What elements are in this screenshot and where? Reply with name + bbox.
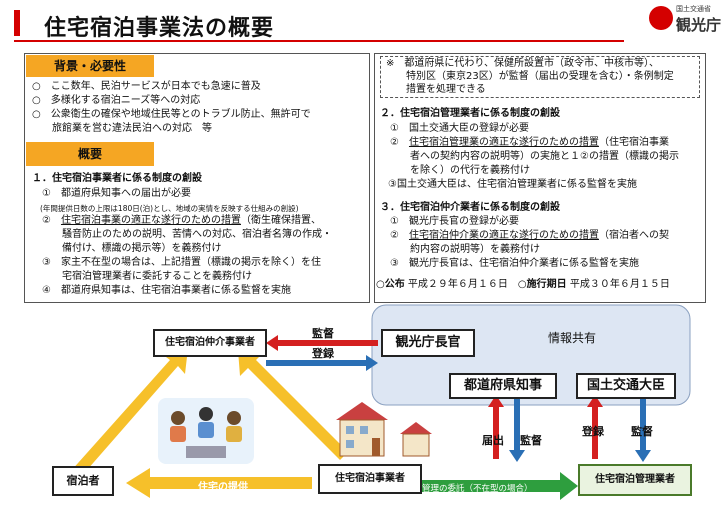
- background-item: 旅館業を営む違法民泊への対応 等: [32, 123, 212, 134]
- registration-label: 登録: [582, 425, 604, 438]
- background-item: ○ 公衆衛生の確保や地域住民等とのトラブル防止、無許可で: [32, 109, 311, 120]
- note-line: 措置を処理できる: [386, 84, 486, 95]
- section3-title: ３．住宅宿泊仲介業者に係る制度の創設: [380, 202, 560, 213]
- s1-item-2-line2: 騒音防止のための説明、苦情への対応、宿泊者名簿の作成・: [42, 229, 332, 240]
- note-line: 特別区（東京23区）が監督（届出の受理を含む）・条例制定: [386, 71, 674, 82]
- s3-item-3: ③ 観光庁長官は、住宅宿泊仲介業者に係る監督を実施: [390, 258, 639, 269]
- overview-heading: 概要: [26, 142, 154, 166]
- agency-chief-box: 観光庁長官: [381, 329, 475, 357]
- housing-provision-arrow: [126, 468, 312, 498]
- manager-box: 住宅宿泊管理業者: [578, 464, 692, 496]
- right-panel: [374, 53, 706, 303]
- prefecture-note-box: [380, 56, 700, 98]
- logo-icon: [649, 6, 673, 30]
- management-commission-label: 管理の委託（不在型の場合）: [422, 484, 533, 494]
- mlit-minister-box: 国土交通大臣: [576, 373, 676, 399]
- background-heading: 背景・必要性: [26, 55, 154, 77]
- left-panel: [24, 53, 370, 303]
- supervision-label: 監督: [312, 327, 334, 340]
- logo-ministry-text: 国土交通省: [676, 5, 711, 13]
- supervision-arrow: [635, 398, 651, 462]
- property-info-arrow: [238, 350, 348, 460]
- lodging-operator-box: 住宅宿泊事業者: [318, 464, 422, 494]
- site-reservation-arrow: [70, 348, 188, 478]
- s3-item-1: ① 観光庁長官の登録が必要: [390, 216, 519, 227]
- registration-arrow: [266, 355, 378, 371]
- background-item: ○ ここ数年、民泊サービスが日本でも急速に普及: [32, 81, 261, 92]
- intermediary-box: 住宅宿泊仲介事業者: [153, 329, 267, 357]
- dates-line: ○公布 平成２９年６月１６日 ○施行期日 平成３０年６月１５日: [376, 279, 670, 290]
- supervision-label: 監督: [631, 425, 653, 438]
- s1-item-1: ① 都道府県知事への届出が必要: [42, 188, 191, 199]
- s3-item-2: ② 住宅宿泊仲介業の適正な遂行のための措置（宿泊者への契: [390, 230, 669, 241]
- supervision-arrow: [266, 335, 378, 351]
- s2-item-3: ③国土交通大臣は、住宅宿泊管理業者に係る監督を実施: [388, 179, 637, 190]
- s2-item-2: ② 住宅宿泊管理業の適正な遂行のための措置（住宅宿泊事業: [390, 137, 669, 148]
- s1-item-2: ② 住宅宿泊事業の適正な遂行のための措置（衛生確保措置、: [42, 215, 321, 226]
- guest-box: 宿泊者: [52, 466, 114, 496]
- page-title: 住宅宿泊事業法の概要: [44, 16, 275, 41]
- logo-agency-text: 観光庁: [676, 16, 722, 34]
- s1-item-2-line3: 備付け、標識の掲示等）を義務付け: [42, 243, 222, 254]
- s2-item-2-line3: を除く）の代行を義務付け: [390, 165, 530, 176]
- housing-provision-label: 住宅の提供: [198, 482, 248, 493]
- note-line: ※ 都道府県に代わり、保健所設置市（政令市、中核市等）、: [386, 58, 659, 69]
- notification-label: 届出: [482, 434, 504, 447]
- section2-title: ２．住宅宿泊管理業者に係る制度の創設: [380, 108, 560, 119]
- registration-arrow: [587, 395, 603, 459]
- info-share-label: 情報共有: [548, 331, 597, 345]
- supervision-label: 監督: [520, 434, 542, 447]
- prefecture-governor-box: 都道府県知事: [449, 373, 557, 399]
- s1-item-4: ④ 都道府県知事は、住宅宿泊事業者に係る監督を実施: [42, 285, 291, 296]
- supervision-arrow: [509, 398, 525, 462]
- s1-item-3: ③ 家主不在型の場合は、上記措置（標識の掲示を除く）を住: [42, 257, 321, 268]
- title-accent-bar: [14, 10, 20, 36]
- s2-item-2-line2: 者への契約内容の説明等）の実施と１②の措置（標識の掲示: [390, 151, 679, 162]
- s1-note: (年間提供日数の上限は180日(泊)とし、地域の実情を反映する仕組みの創設): [40, 204, 299, 213]
- s3-item-2-line2: 約内容の説明等）を義務付け: [390, 244, 540, 255]
- management-commission-arrow: [420, 472, 578, 500]
- registration-label: 登録: [312, 347, 334, 360]
- s2-item-1: ① 国土交通大臣の登録が必要: [390, 123, 529, 134]
- background-item: ○ 多様化する宿泊ニーズ等への対応: [32, 95, 201, 106]
- title-underline: [14, 40, 624, 42]
- notification-arrow: [488, 395, 504, 459]
- house-icon: [336, 402, 432, 457]
- guests-people-icon: [158, 398, 254, 464]
- section1-title: １．住宅宿泊事業者に係る制度の創設: [32, 173, 202, 184]
- s1-item-3-line2: 宅宿泊管理業者に委託することを義務付け: [42, 271, 252, 282]
